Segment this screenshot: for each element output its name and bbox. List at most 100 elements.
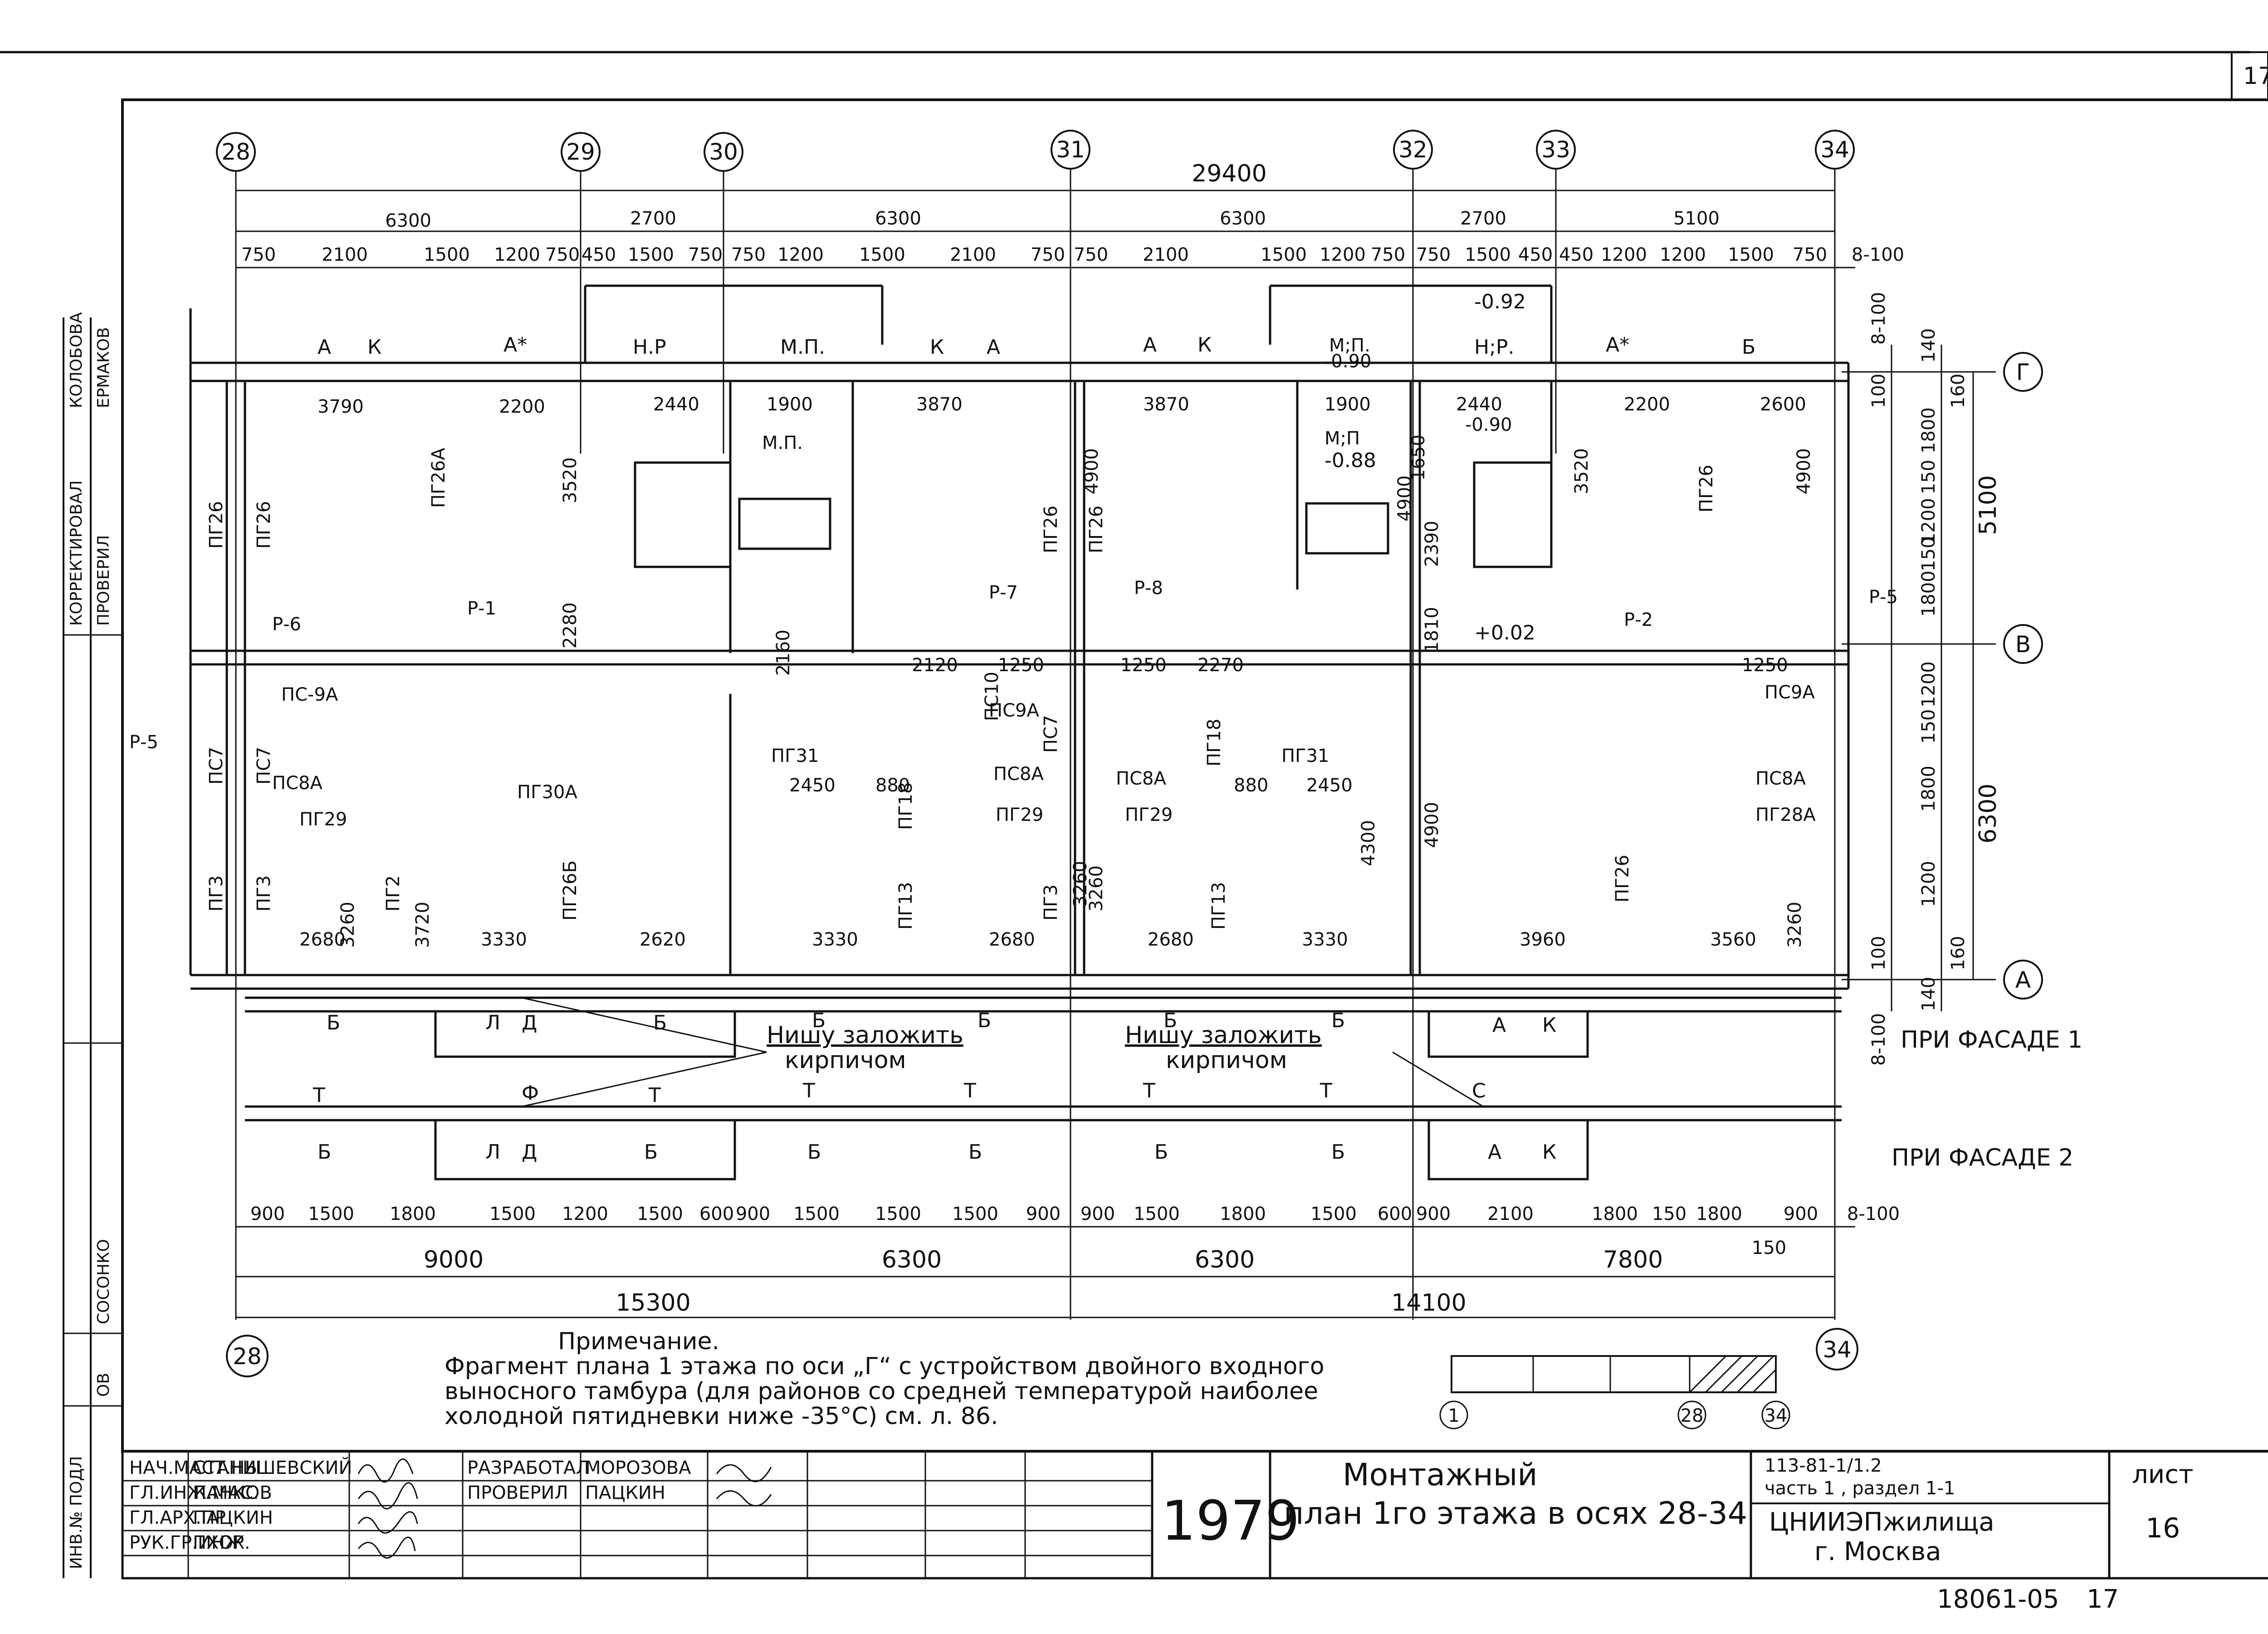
keyplan-label-28: 28 — [1681, 1405, 1704, 1426]
dim-overall-top: 29400 — [1192, 160, 1266, 187]
mark2-bot-7: Б — [1331, 1141, 1345, 1164]
panel-27: ПГ13 — [1208, 882, 1229, 930]
mark-top-6: А — [987, 336, 1000, 359]
dim-top2-23: 1200 — [1660, 244, 1706, 265]
dim-top2-24: 1500 — [1728, 244, 1774, 265]
tb-sheet-label: лист — [2132, 1460, 2194, 1489]
note-facade-1: ПРИ ФАСАДЕ 1 — [1901, 1026, 2082, 1054]
panel-13: ПГ3 — [254, 875, 274, 912]
mark2-bot-4: Б — [807, 1141, 821, 1164]
dim-bot1-16: 600 — [1378, 1204, 1412, 1224]
dim-top2-19: 1500 — [1465, 244, 1511, 265]
dim-right-1: 1800 — [1918, 407, 1939, 454]
tb-name-1: ПАНКОВ — [193, 1483, 272, 1503]
dim-top2-6: 1500 — [628, 244, 674, 265]
mark2-top-6: Т — [1320, 1079, 1332, 1102]
room-dim-41: 1250 — [1120, 655, 1167, 676]
mark-top-1: К — [367, 336, 381, 359]
room-dim-29: 2680 — [989, 929, 1035, 950]
panel-20: ПС9А — [989, 700, 1039, 721]
room-dim-17: 1810 — [1422, 607, 1442, 653]
dim-top2-2: 1500 — [424, 244, 470, 265]
axis-28-top: 28 — [221, 139, 250, 165]
room-dim-3: 1900 — [767, 394, 813, 415]
dim-right-8: 1800 — [1918, 766, 1939, 812]
room-dim-15: 2160 — [773, 629, 794, 676]
panel-35: Р-5 — [129, 732, 158, 753]
axis-A: А — [2015, 967, 2031, 993]
axis-30: 30 — [709, 139, 738, 165]
dim-bot1-3: 1500 — [489, 1204, 536, 1224]
dim-bot1-22: 900 — [1784, 1204, 1818, 1224]
mark2-bot-0: Б — [318, 1141, 331, 1164]
dim-bot1-6: 600 — [699, 1204, 734, 1224]
panel-3: ПГ26 — [1041, 506, 1061, 553]
mark-top-9: М;П. — [1329, 335, 1370, 356]
level-marks: -0.92 -0.90 -0.88 -0.90 +0.02 — [1325, 290, 1535, 644]
dim-top1-3: 6300 — [1220, 208, 1266, 229]
tb-role-2: ГЛ.АРХ.ПР — [129, 1507, 226, 1528]
mark2-bot-9: К — [1542, 1141, 1556, 1164]
dim-top2-8: 750 — [731, 244, 766, 265]
dim-top2-18: 750 — [1416, 244, 1451, 265]
dim-right-5: 1800 — [1918, 571, 1939, 617]
panel-16: ПГ18 — [895, 782, 916, 830]
tb-title-2: план 1го этажа в осях 28-34 — [1284, 1496, 1747, 1532]
mark-bot-5: Б — [978, 1009, 991, 1032]
dim-bot1-11: 900 — [1026, 1204, 1061, 1224]
panel-37: Р-7 — [989, 582, 1018, 603]
room-dim-32: 3960 — [1520, 929, 1566, 950]
panel-19: ПС10 — [982, 672, 1002, 721]
panel-24: ПС8А — [1116, 768, 1166, 789]
dim-right-s2: 100 — [1868, 936, 1889, 971]
tb-part: часть 1 , раздел 1-1 — [1765, 1478, 1955, 1499]
axis-V: В — [2015, 631, 2031, 658]
dim-right-s3: 160 — [1948, 936, 1969, 971]
room-dim-20: 3260 — [337, 902, 358, 948]
room-dim-30: 2680 — [1148, 929, 1194, 950]
room-dim-39: 1250 — [998, 655, 1044, 676]
axis-34-bottom: 34 — [1823, 1336, 1852, 1363]
room-dim-22: 3260 — [1086, 865, 1107, 912]
mark-top-8: К — [1198, 333, 1212, 356]
dim-bot1-18: 2100 — [1487, 1204, 1534, 1224]
dim-top2-5: 450 — [582, 244, 616, 265]
dim-right-7: 150 — [1918, 709, 1939, 744]
panel-34: Р-1 — [467, 598, 496, 619]
room-dim-33: 3560 — [1710, 929, 1756, 950]
room-dim-16: 2390 — [1422, 521, 1442, 567]
panel-38: Р-8 — [1134, 578, 1163, 599]
mark-bot-4: Б — [812, 1009, 826, 1032]
panel-36: Р-6 — [272, 614, 301, 635]
room-dim-37: 880 — [1234, 775, 1268, 796]
room-dim-18: 4900 — [1422, 802, 1442, 848]
tb-city: г. Москва — [1814, 1537, 1941, 1566]
dim-bot1-12: 900 — [1080, 1204, 1115, 1224]
bottom-dimension-lines — [236, 1226, 1855, 1318]
dim-top2-14: 2100 — [1143, 244, 1189, 265]
dim-right-10: 140 — [1918, 977, 1939, 1011]
signature-4 — [357, 1536, 416, 1559]
mark2-top-2: Т — [648, 1084, 661, 1107]
panel-28: ПГ18 — [1204, 719, 1225, 766]
room-dim-10: 3520 — [560, 457, 581, 503]
panel-23: ПС7 — [1041, 715, 1061, 753]
panel-41: М.П. — [762, 433, 803, 454]
dim-right-9: 1200 — [1918, 861, 1939, 907]
mark-top-5: К — [930, 336, 944, 359]
dim-top2-4: 750 — [545, 244, 580, 265]
mark-bot-8: А — [1492, 1014, 1506, 1037]
stamp-cell-7: ИНВ.№ ПОДЛ — [67, 1456, 86, 1569]
dim-top2-11: 2100 — [950, 244, 996, 265]
dim-bot1-5: 1500 — [637, 1204, 683, 1224]
room-dim-21: 3720 — [412, 902, 433, 948]
mark2-bot-6: Б — [1154, 1141, 1168, 1164]
dim-top2-16: 1200 — [1320, 244, 1366, 265]
signature-6 — [716, 1490, 772, 1507]
room-dim-12: 4900 — [1794, 448, 1814, 494]
signature-3 — [357, 1511, 418, 1534]
tb-role-0: НАЧ.МАСТ.НЫ — [129, 1458, 261, 1478]
signature-1 — [357, 1458, 414, 1483]
tb-org: ЦНИИЭПжилища — [1769, 1507, 1994, 1537]
mark2-bot-8: А — [1488, 1141, 1501, 1164]
